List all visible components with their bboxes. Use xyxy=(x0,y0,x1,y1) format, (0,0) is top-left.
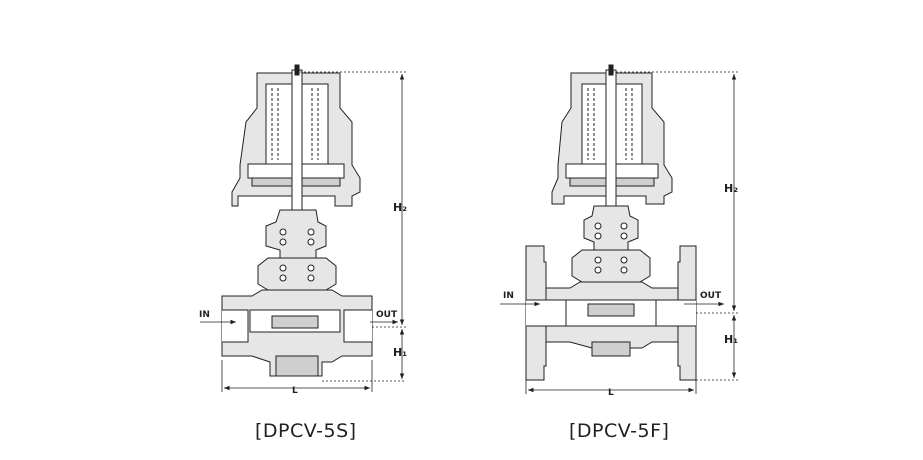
labels-5s: IN OUT H₂ H₁ L xyxy=(199,201,407,396)
l-label: L xyxy=(608,388,614,398)
coil-spring-right xyxy=(311,88,319,160)
inlet-port xyxy=(526,299,567,327)
bonnet-upper xyxy=(583,205,639,251)
coil-spring-left xyxy=(587,88,595,160)
h2-label: H₂ xyxy=(724,182,738,195)
bonnet-lower xyxy=(257,257,337,291)
in-label: IN xyxy=(503,291,514,301)
in-label: IN xyxy=(199,310,210,320)
dimensions-5s xyxy=(200,71,406,392)
valve-plug xyxy=(271,315,319,329)
stem-top xyxy=(294,64,300,76)
coil-spring-right xyxy=(625,88,633,160)
h1-label: H₁ xyxy=(724,333,738,346)
valve-plug xyxy=(587,303,635,317)
outlet-port xyxy=(343,309,372,343)
valve-dpcv-5f-drawing xyxy=(525,64,697,381)
caption-dpcv-5f: [DPCV-5F] xyxy=(569,420,670,442)
out-label: OUT xyxy=(376,310,398,320)
bottom-plug xyxy=(591,341,631,357)
coil-spring-left xyxy=(271,88,279,160)
dimensions-5f xyxy=(500,71,738,394)
outlet-port xyxy=(655,299,696,327)
bottom-plug xyxy=(275,355,319,377)
l-label: L xyxy=(292,386,298,396)
h2-label: H₂ xyxy=(393,201,407,214)
stem-top xyxy=(608,64,614,76)
valve-dpcv-5s-drawing xyxy=(221,64,373,377)
out-label: OUT xyxy=(700,291,722,301)
labels-5f: IN OUT H₂ H₁ L xyxy=(503,182,738,398)
bonnet-lower xyxy=(571,249,651,283)
caption-dpcv-5s: [DPCV-5S] xyxy=(255,420,357,442)
h1-label: H₁ xyxy=(393,346,407,359)
inlet-port xyxy=(222,309,249,343)
bonnet-upper xyxy=(265,209,327,259)
